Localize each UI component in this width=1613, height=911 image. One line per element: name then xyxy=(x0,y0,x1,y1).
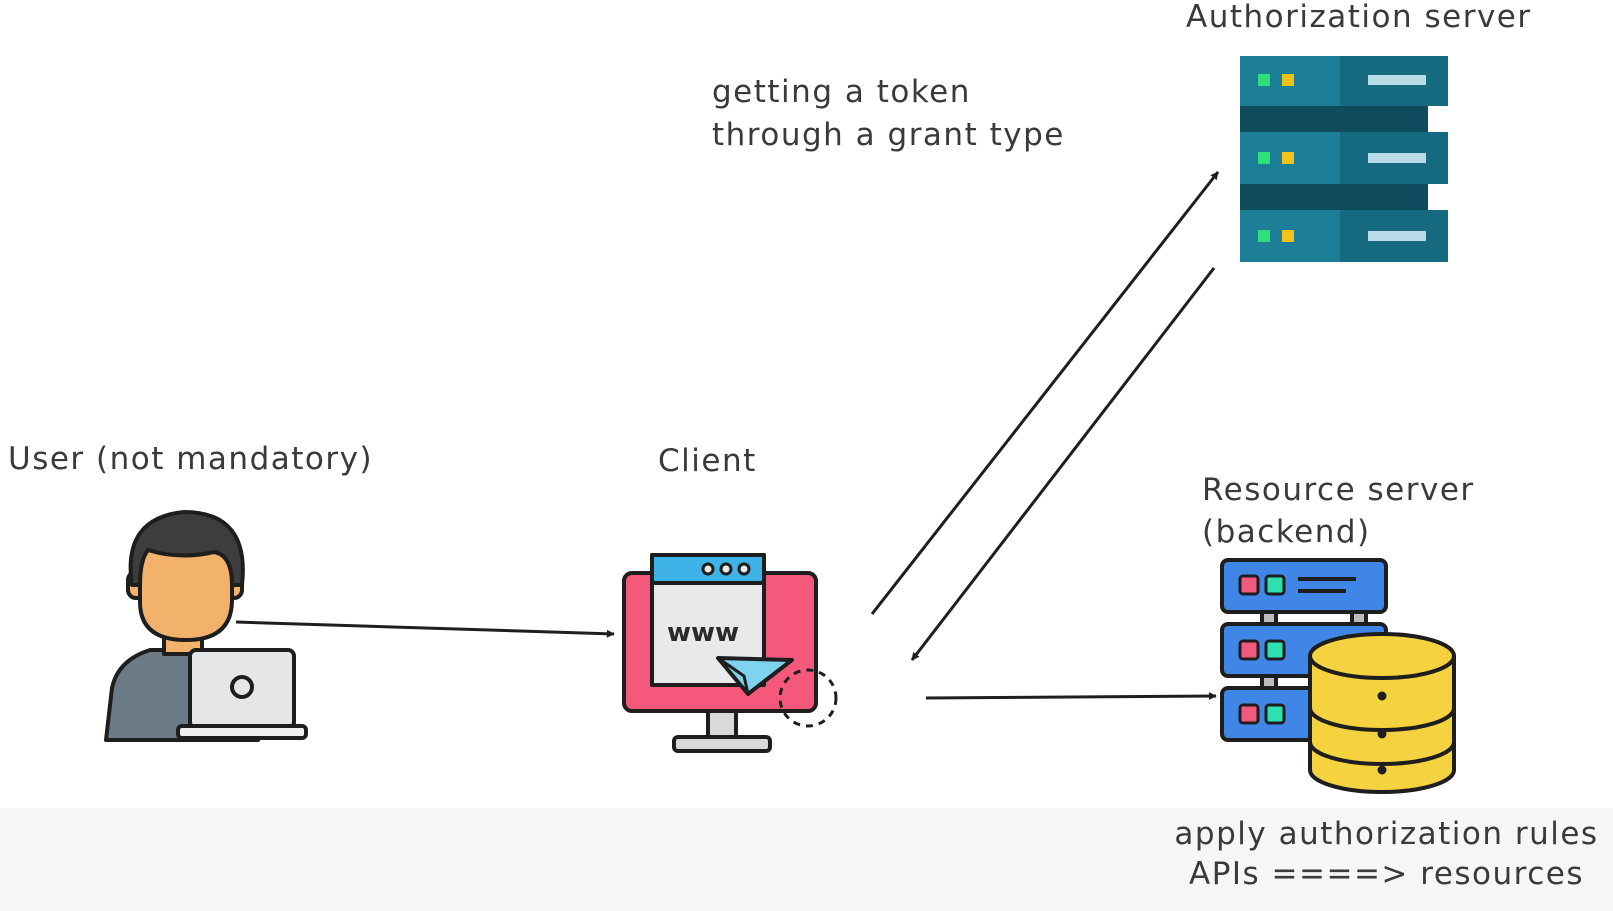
client-screen-text: www xyxy=(667,618,739,648)
authorization-server-icon xyxy=(1240,56,1448,262)
rules-label-line1: apply authorization rules xyxy=(1174,816,1599,852)
resource-server-label-line1: Resource server xyxy=(1202,472,1475,508)
resource-server-label-line2: (backend) xyxy=(1202,514,1371,550)
user-laptop-icon xyxy=(104,510,308,742)
client-monitor-icon xyxy=(622,553,838,753)
authorization-server-label: Authorization server xyxy=(1186,0,1532,35)
arrow-client-to-resource xyxy=(925,692,1217,701)
rules-label-line2: APIs ====> resources xyxy=(1188,856,1584,892)
token-label-line2: through a grant type xyxy=(712,117,1065,153)
arrow-user-to-client xyxy=(235,620,615,638)
user-label: User (not mandatory) xyxy=(8,441,374,477)
resource-server-icon xyxy=(1220,558,1456,794)
token-label-line1: getting a token xyxy=(712,74,971,110)
arrow-client-to-auth xyxy=(870,171,1220,615)
client-label: Client xyxy=(658,443,757,479)
arrow-auth-to-client xyxy=(910,267,1216,661)
bottom-band xyxy=(0,808,1613,911)
